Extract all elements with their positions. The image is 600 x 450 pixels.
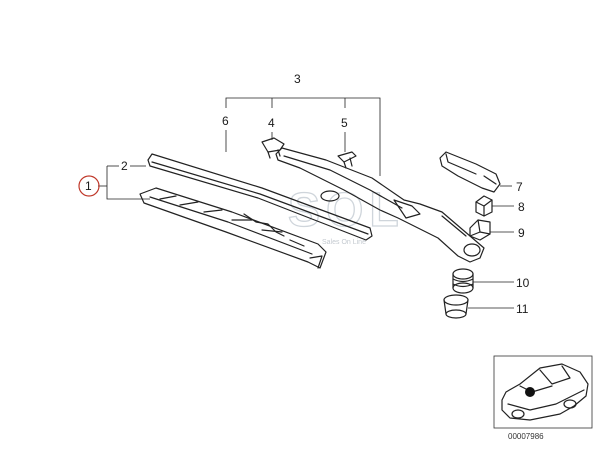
callout-10: 10 (516, 276, 530, 290)
blade-refill-strip (147, 153, 373, 241)
car-icon (501, 363, 589, 421)
grommet (452, 268, 474, 294)
watermark-tagline: Sales On Line (322, 239, 366, 246)
watermark: SOL Sales On Line (287, 183, 399, 246)
reference-number: 00007986 (508, 432, 544, 441)
callout-7: 7 (516, 180, 523, 194)
wiper-blade (139, 187, 327, 269)
clip-part-5 (337, 151, 357, 169)
adapter-clip (261, 137, 285, 159)
location-marker (525, 387, 535, 397)
arm-cover-cap (439, 151, 501, 193)
nut (475, 195, 493, 217)
callout-2: 2 (121, 159, 128, 173)
callouts: 3 6 4 5 2 1 7 8 9 10 11 (78, 72, 530, 316)
callout-11: 11 (516, 302, 529, 316)
wiper-arm (275, 147, 485, 263)
callout-5: 5 (341, 116, 348, 130)
washer (469, 219, 491, 241)
callout-1-circle (78, 175, 100, 197)
seal-cap (443, 294, 469, 319)
callout-6: 6 (222, 114, 229, 128)
locator-inset (493, 355, 593, 429)
callout-9: 9 (518, 226, 525, 240)
callout-3: 3 (294, 72, 301, 86)
callout-1: 1 (85, 179, 92, 193)
callout-4: 4 (268, 116, 275, 130)
leader-lines (98, 97, 514, 309)
callout-8: 8 (518, 200, 525, 214)
